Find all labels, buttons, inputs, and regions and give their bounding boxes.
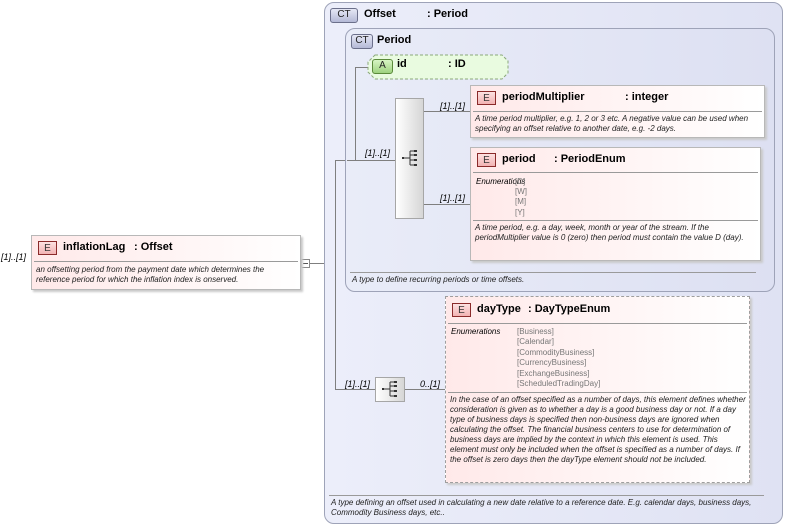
element-badge: E (452, 303, 471, 317)
period-type-title: Period (377, 34, 412, 46)
day-type-enum-value: [Business] (517, 327, 554, 336)
period-enum-value: [W] (515, 187, 527, 196)
day-type-type: : DayTypeEnum (528, 303, 611, 315)
complex-type-badge: CT (330, 8, 358, 23)
day-type-enum-value: [CurrencyBusiness] (517, 358, 587, 367)
period-multiplier-multiplicity: [1]..[1] (440, 101, 466, 111)
period-enum-value: [Y] (515, 208, 525, 217)
inflation-lag-type: : Offset (134, 241, 173, 253)
day-type-enum-value: [ExchangeBusiness] (517, 369, 590, 378)
sequence-icon (382, 381, 397, 397)
day-type-name: dayType (477, 303, 521, 315)
period-type: : PeriodEnum (554, 153, 626, 165)
offset-title: Offset (364, 8, 396, 20)
root-multiplicity: [1]..[1] (1, 252, 27, 262)
attribute-id-type: : ID (448, 58, 466, 70)
period-name: period (502, 153, 536, 165)
period-multiplicity: [1]..[1] (440, 193, 466, 203)
day-type-element[interactable]: E dayType : DayTypeEnum Enumerations [Bu… (445, 296, 750, 483)
offset-documentation: A type defining an offset used in calcul… (331, 498, 752, 517)
period-sequence-multiplicity: [1]..[1] (365, 148, 391, 158)
period-element[interactable]: E period : PeriodEnum Enumerations [D] [… (470, 147, 761, 261)
period-enum-label: Enumerations (476, 177, 526, 186)
day-type-documentation: In the case of an offset specified as a … (450, 395, 746, 464)
complex-type-badge: CT (351, 34, 373, 49)
inflation-lag-documentation: an offsetting period from the payment da… (36, 265, 265, 284)
attribute-badge: A (372, 59, 393, 74)
period-multiplier-type: : integer (625, 91, 669, 103)
sequence-icon (402, 150, 417, 166)
day-type-enum-value: [ScheduledTradingDay] (517, 379, 601, 388)
day-type-enum-value: [Calendar] (517, 337, 554, 346)
period-documentation: A time period, e.g. a day, week, month o… (475, 223, 744, 242)
period-enum-value: [D] (515, 177, 526, 186)
daytype-sequence-multiplicity: [1]..[1] (345, 379, 371, 389)
connector-root-to-offset (300, 263, 324, 264)
element-badge: E (477, 153, 496, 167)
attribute-id-name: id (397, 58, 407, 70)
period-type-documentation: A type to define recurring periods or ti… (352, 275, 525, 284)
period-multiplier-element[interactable]: E periodMultiplier : integer A time peri… (470, 85, 765, 138)
day-type-enum-value: [CommodityBusiness] (517, 348, 595, 357)
daytype-multiplicity: 0..[1] (420, 379, 441, 389)
day-type-enum-label: Enumerations (451, 327, 501, 336)
element-badge: E (38, 241, 57, 255)
expand-toggle[interactable] (301, 259, 310, 268)
period-enum-value: [M] (515, 197, 527, 206)
inflation-lag-name: inflationLag (63, 241, 126, 253)
attribute-id-shape[interactable] (367, 54, 510, 80)
inflation-lag-element[interactable]: E inflationLag : Offset an offsetting pe… (31, 235, 301, 290)
offset-base-type: : Period (427, 8, 468, 20)
period-multiplier-name: periodMultiplier (502, 91, 585, 103)
period-multiplier-documentation: A time period multiplier, e.g. 1, 2 or 3… (475, 114, 749, 133)
element-badge: E (477, 91, 496, 105)
